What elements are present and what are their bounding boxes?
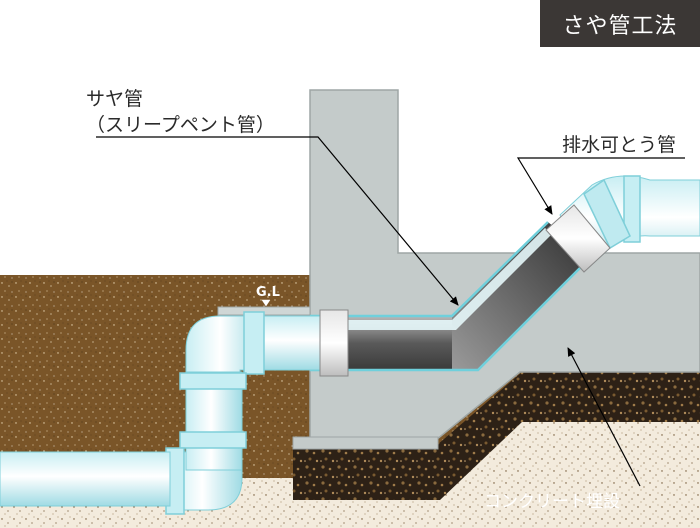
sleeve-pipe-label-line1: サヤ管 — [86, 88, 144, 110]
sleeve-pipe-leader — [96, 136, 459, 306]
slope-joint — [545, 204, 611, 273]
drain-pipe-label: 排水可とう管 — [562, 134, 677, 156]
gl-marker — [261, 299, 271, 307]
vertical-collar-2 — [179, 431, 247, 449]
pipe-horizontal-lower — [0, 451, 171, 507]
sleeve-outline — [310, 221, 591, 372]
drain-pipe-collar — [623, 175, 641, 243]
drain-pipe-band — [583, 178, 631, 250]
vertical-collar-1 — [179, 372, 247, 390]
inner-pipe-highlight — [320, 228, 552, 330]
sleeve-pipe-label-line2: （スリープペント管） — [86, 114, 275, 136]
gravel-bedding — [293, 372, 700, 500]
concrete-leader — [567, 347, 641, 487]
page-title: さや管工法 — [540, 0, 700, 47]
ground-level-label: G.L — [256, 285, 280, 300]
concrete-label: コンクリート埋設 — [484, 492, 620, 512]
sleeve-pipe-label: サヤ管 （スリープペント管） — [86, 86, 275, 138]
foundation-step — [292, 436, 439, 450]
wall-coupler — [319, 309, 349, 377]
sleeve-pipe-diagonal — [452, 222, 590, 370]
elbow-upper-collar — [243, 311, 265, 375]
drain-pipe-leader — [516, 157, 685, 215]
